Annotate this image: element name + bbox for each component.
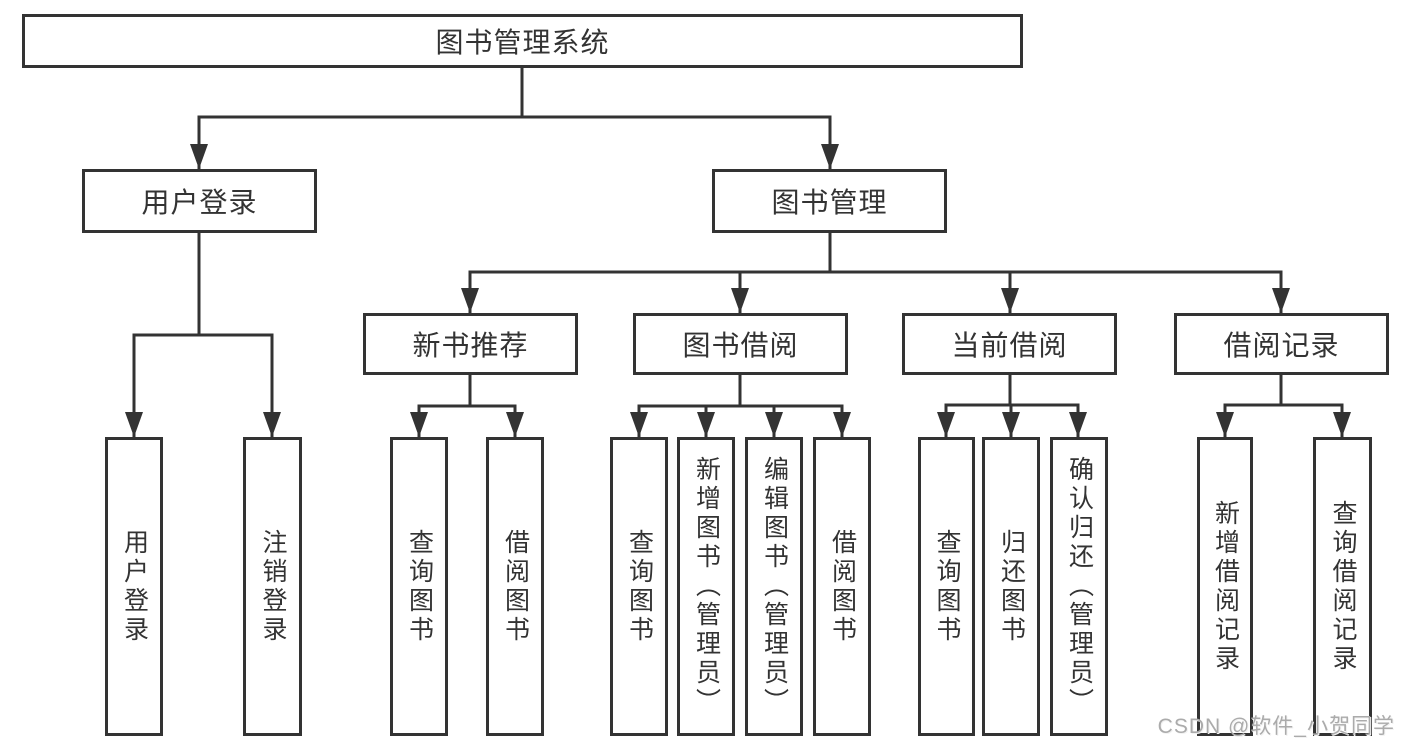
node-label: 图书借阅 — [682, 330, 799, 361]
leaf-user-login: 用户登录 — [105, 437, 163, 736]
connector-lines — [132, 68, 1344, 438]
node-label: 查询图书 — [933, 528, 961, 645]
node-label: 归还图书 — [997, 528, 1026, 645]
node-label: 借阅图书 — [501, 528, 530, 645]
node-label: 借阅图书 — [828, 528, 857, 645]
leaf-add-books-admin: 新增图书（管理员） — [677, 437, 735, 736]
leaf-confirm-return-admin: 确认归还（管理员） — [1050, 437, 1108, 736]
leaf-edit-books-admin: 编辑图书（管理员） — [745, 437, 803, 736]
leaf-borrowing-query-books: 查询图书 — [610, 437, 668, 736]
node-user-login: 用户登录 — [82, 169, 317, 233]
node-label: 新增图书（管理员） — [692, 456, 721, 717]
leaf-add-borrow-record: 新增借阅记录 — [1197, 437, 1253, 736]
node-label: 查询借阅记录 — [1329, 499, 1357, 674]
node-new-book-recommend: 新书推荐 — [363, 313, 578, 375]
leaf-return-books: 归还图书 — [982, 437, 1040, 736]
node-label: 用户登录 — [120, 528, 149, 645]
leaf-recommend-borrow-books: 借阅图书 — [486, 437, 544, 736]
node-borrowing-records: 借阅记录 — [1174, 313, 1389, 375]
node-label: 新增借阅记录 — [1211, 499, 1240, 674]
node-book-management: 图书管理 — [712, 169, 947, 233]
leaf-logout: 注销登录 — [243, 437, 302, 736]
node-label: 用户登录 — [141, 187, 258, 218]
node-label: 注销登录 — [259, 528, 287, 645]
node-label: 借阅记录 — [1223, 330, 1340, 361]
node-library-system: 图书管理系统 — [22, 14, 1023, 68]
node-label: 查询图书 — [405, 528, 434, 645]
leaf-borrowing-borrow-books: 借阅图书 — [813, 437, 871, 736]
node-book-borrowing: 图书借阅 — [633, 313, 848, 375]
node-label: 新书推荐 — [412, 330, 529, 361]
node-label: 确认归还（管理员） — [1065, 456, 1094, 717]
node-current-borrowing: 当前借阅 — [902, 313, 1117, 375]
node-label: 查询图书 — [625, 528, 654, 645]
leaf-query-borrow-record: 查询借阅记录 — [1313, 437, 1372, 736]
node-label: 图书管理 — [771, 187, 888, 218]
csdn-watermark: CSDN @软件_小贺同学 — [1157, 715, 1395, 738]
node-label: 图书管理系统 — [435, 27, 610, 58]
node-label: 当前借阅 — [951, 330, 1068, 361]
leaf-current-query-books: 查询图书 — [918, 437, 975, 736]
leaf-recommend-query-books: 查询图书 — [390, 437, 448, 736]
node-label: 编辑图书（管理员） — [760, 456, 789, 717]
